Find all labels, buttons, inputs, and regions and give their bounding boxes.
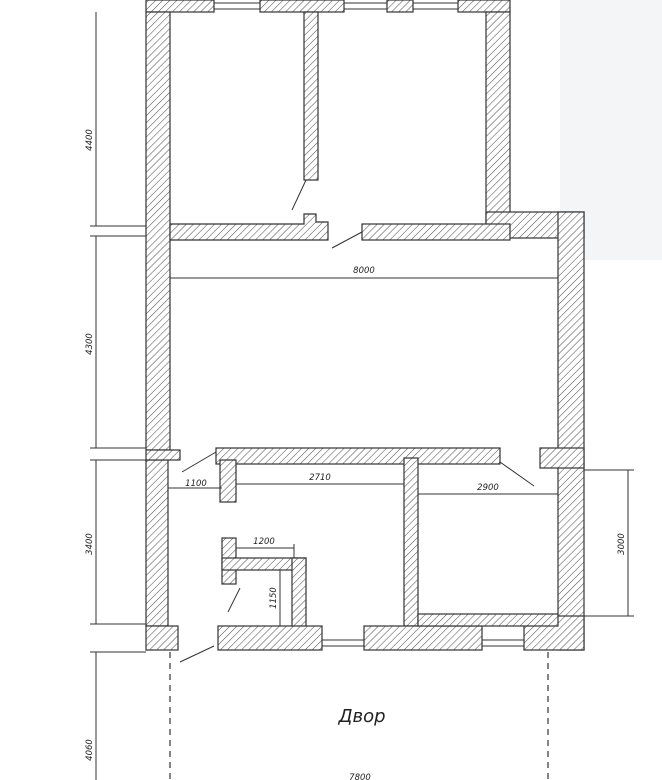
dim-1200: 1200 xyxy=(253,537,275,547)
doors xyxy=(179,179,535,663)
walls xyxy=(145,0,585,651)
door-lower-left xyxy=(181,451,217,473)
yard-label: Двор xyxy=(337,706,385,727)
dim-2900: 2900 xyxy=(477,483,499,493)
wall-lower-right xyxy=(539,447,585,469)
wall-right-upper xyxy=(485,11,511,223)
wall-partition-upper xyxy=(303,11,319,181)
wall-top-4 xyxy=(457,0,511,13)
dim-lower-height: 3400 xyxy=(85,533,95,555)
wall-lower-stub-v xyxy=(219,459,237,503)
dim-1150: 1150 xyxy=(269,587,279,609)
dim-3000: 3000 xyxy=(617,533,627,555)
dim-yard-height: 4060 xyxy=(85,739,95,761)
dim-middle-height: 4300 xyxy=(85,333,95,355)
wall-right xyxy=(557,211,585,651)
wall-upper-left xyxy=(169,213,329,241)
door-hall xyxy=(331,231,363,249)
door-bath xyxy=(227,587,241,613)
dimension-labels: 4400 4300 3400 4060 8000 1100 2710 2900 … xyxy=(85,129,627,780)
wall-bottom-2 xyxy=(363,625,483,651)
wall-upper-right xyxy=(361,223,511,241)
dim-1100: 1100 xyxy=(185,479,207,489)
dim-yard-width: 7800 xyxy=(349,773,371,780)
wall-partition-lower xyxy=(403,457,419,627)
wall-left-lower xyxy=(145,459,169,627)
wall-bath-right xyxy=(291,557,307,629)
door-entrance xyxy=(179,645,215,663)
wall-left-upper xyxy=(145,11,171,451)
wall-lower-stub xyxy=(145,449,181,461)
dim-hall-width: 8000 xyxy=(353,266,375,276)
dim-2710: 2710 xyxy=(309,473,331,483)
wall-bottom-1 xyxy=(217,625,323,651)
wall-top-2 xyxy=(259,0,345,13)
wall-bottom-room xyxy=(417,613,559,627)
door-upper xyxy=(291,179,307,211)
wall-lower-main xyxy=(215,447,501,465)
dimension-lines xyxy=(90,12,634,780)
wall-top-3 xyxy=(386,0,414,13)
door-lower-right xyxy=(499,461,535,487)
wall-left-corner xyxy=(145,625,179,651)
wall-top-1 xyxy=(145,0,215,13)
dim-upper-height: 4400 xyxy=(85,129,95,151)
